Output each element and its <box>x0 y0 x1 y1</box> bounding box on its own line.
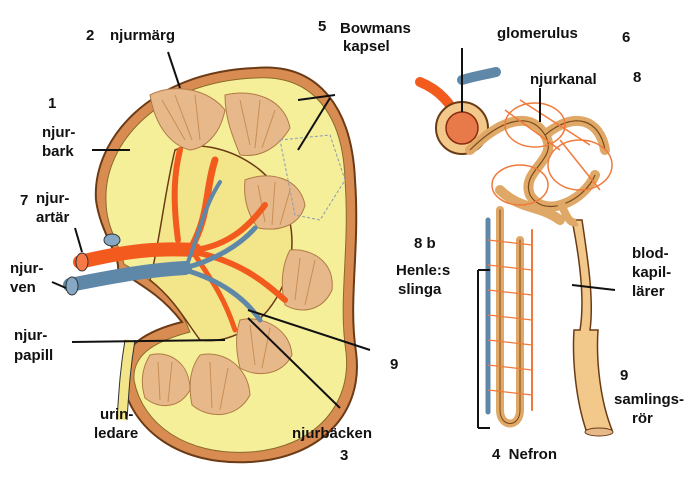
label-blodkapillarer-3: lärer <box>632 283 665 300</box>
capillary-network <box>492 100 612 205</box>
label-blodkapillarer-1: blod- <box>632 245 669 262</box>
glomerulus-ball <box>446 112 478 144</box>
collecting-duct-opening <box>585 428 613 436</box>
label-njurartar-1: njur- <box>36 190 69 207</box>
nephron <box>420 72 613 436</box>
vasa-recta <box>488 240 532 395</box>
vein-upper-cut <box>104 234 120 246</box>
label-njurpapill-1: njur- <box>14 327 47 344</box>
label-samlingsror-1: samlings- <box>614 391 684 408</box>
label-henle-2: slinga <box>398 281 442 298</box>
label-9-right-number: 9 <box>620 367 628 384</box>
label-nefron: 4 Nefron <box>492 446 557 463</box>
label-8b-number: 8 b <box>414 235 436 252</box>
label-8-number: 8 <box>633 69 641 86</box>
label-5-number: 5 <box>318 18 326 35</box>
label-2-number: 2 <box>86 27 94 44</box>
label-blodkapillarer-2: kapil- <box>632 264 671 281</box>
label-bowmans: Bowmans <box>340 20 411 37</box>
label-njurmarg: njurmärg <box>110 27 175 44</box>
label-njurartar-2: artär <box>36 209 70 226</box>
label-njurbark-2: bark <box>42 143 74 160</box>
vein-cut-end <box>66 277 78 295</box>
label-1-number: 1 <box>48 95 56 112</box>
label-njurven-1: njur- <box>10 260 43 277</box>
label-9-left-number: 9 <box>390 356 398 373</box>
label-urinledare-2: ledare <box>94 425 138 442</box>
label-glomerulus: glomerulus <box>497 25 578 42</box>
label-henle-1: Henle:s <box>396 262 450 279</box>
label-6-number: 6 <box>622 29 630 46</box>
label-3-number: 3 <box>340 447 348 464</box>
nephron-vein <box>462 72 496 80</box>
label-samlingsror-2: rör <box>632 410 653 427</box>
label-kapsel: kapsel <box>343 38 390 55</box>
collecting-duct <box>572 220 612 430</box>
label-njurbark-1: njur- <box>42 124 75 141</box>
label-urinledare-1: urin- <box>100 406 133 423</box>
label-njurbacken: njurbäcken <box>292 425 372 442</box>
label-7-number: 7 <box>20 192 28 209</box>
artery-cut-end <box>76 253 88 271</box>
label-njurven-2: ven <box>10 279 36 296</box>
label-njurkanal: njurkanal <box>530 71 597 88</box>
label-njurpapill-2: papill <box>14 347 53 364</box>
